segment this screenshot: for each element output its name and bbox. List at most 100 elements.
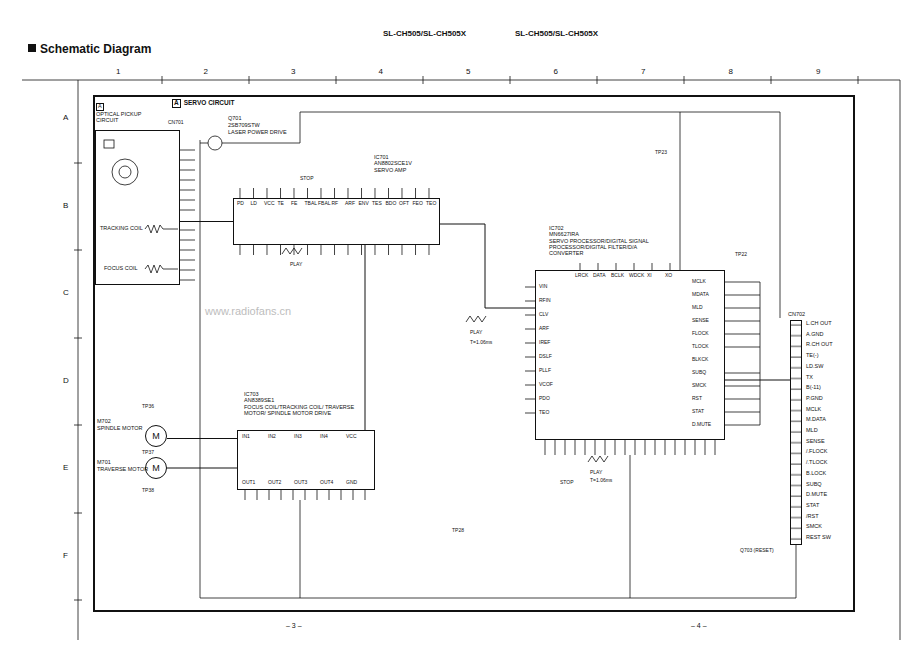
node-heading: ASERVO CIRCUIT [172, 99, 238, 108]
wire-connector [180, 221, 233, 222]
signal-name: REST SW [806, 535, 831, 541]
grid-column: 6 [554, 68, 558, 76]
signal-name: P.GND [806, 396, 823, 402]
wire-connector [167, 468, 237, 469]
pin-name: FE [291, 201, 297, 206]
part-label: LASER POWER DRIVE [228, 130, 287, 136]
pin-name: IN3 [294, 434, 302, 439]
test-point: TP22 [735, 252, 747, 257]
node-label: A [172, 99, 181, 108]
signal-name: LD.SW [806, 364, 823, 370]
test-point: TP37 [142, 450, 154, 455]
grid-column: 8 [729, 68, 733, 76]
pin-name: OUT2 [268, 480, 281, 485]
part-label: Q703 (RESET) [740, 548, 774, 553]
model-number: SL-CH505/SL-CH505X [383, 30, 466, 38]
signal-name: MCLK [806, 407, 821, 413]
node-label: IC702 [549, 225, 663, 231]
pin-name: RFIN [539, 298, 551, 303]
grid-row: C [63, 289, 69, 297]
node-label: AN8389SE1 [244, 397, 356, 403]
part-label: M702 [97, 419, 111, 425]
pin-name: IN2 [268, 434, 276, 439]
pin-name: SENSE [692, 318, 709, 323]
node-heading: AOPTICAL PICKUP CIRCUIT [96, 103, 160, 123]
pin-name: RST [692, 396, 702, 401]
pin-name: PDO [539, 396, 550, 401]
test-point: TP36 [142, 404, 154, 409]
pin-name: OUT3 [294, 480, 307, 485]
pin-name: BDO [386, 201, 397, 206]
node-label: OPTICAL PICKUP CIRCUIT [96, 111, 157, 124]
pin-name: OUT1 [242, 480, 255, 485]
waveform-note: PLAY [290, 262, 302, 267]
signal-name: M.DATA [806, 417, 826, 423]
node-label: IC701 [374, 154, 466, 160]
node-label: M [152, 431, 160, 441]
test-point: TP23 [655, 150, 667, 155]
part-label: TRAVERSE MOTOR [97, 467, 148, 473]
node-label: MN6627IRA [549, 231, 663, 237]
part-label: M701 [97, 460, 111, 466]
page-number: – 3 – [286, 622, 302, 629]
signal-name: SENSE [806, 439, 825, 445]
part-label: SPINDLE MOTOR [97, 426, 142, 432]
pin-name: ENV [359, 201, 369, 206]
pin-name: OUT4 [320, 480, 333, 485]
signal-name: TX [806, 375, 813, 381]
circuit-region: AOPTICAL PICKUP CIRCUITIC701AN8802SCE1VS… [93, 95, 855, 612]
pin-name: TEO [426, 201, 436, 206]
pin-name: GND [346, 480, 357, 485]
pin-name: TEO [539, 410, 549, 415]
signal-name: STAT [806, 503, 819, 509]
pin-name: TBAL [305, 201, 318, 206]
waveform-note: T=1.06ms [470, 340, 492, 345]
motor-symbol: M [145, 425, 167, 447]
part-label: 2SB709STW [228, 123, 260, 129]
signal-name: SMCK [806, 524, 822, 530]
pin-name: FEO [413, 201, 423, 206]
node-heading: M [146, 426, 166, 446]
node-heading: M [146, 458, 166, 478]
pin-name: SMCK [692, 383, 706, 388]
pin-name: XI [647, 273, 652, 278]
part-label: Q701 [228, 116, 241, 122]
pin-name: WDCK [629, 273, 644, 278]
part-label: CN701 [168, 120, 184, 125]
waveform-note: T=1.06ms [590, 478, 612, 483]
pin-name: IN1 [242, 434, 250, 439]
node-heading: CN702 [788, 311, 805, 317]
signal-name: B.LOCK [806, 471, 826, 477]
pickup-block: AOPTICAL PICKUP CIRCUIT [95, 130, 180, 285]
wire-connector [725, 380, 790, 381]
grid-row: B [63, 202, 68, 210]
signal-name: TE(-) [806, 353, 819, 359]
pin-name: BCLK [611, 273, 624, 278]
pin-name: CLV [539, 312, 548, 317]
pin-name: STAT [692, 409, 704, 414]
pin-name: TES [372, 201, 382, 206]
pin-name: ARF [539, 326, 549, 331]
grid-column: 7 [641, 68, 645, 76]
pin-name: IREF [539, 340, 550, 345]
part-label: FOCUS COIL [104, 266, 138, 272]
pin-name: ARF [345, 201, 355, 206]
node-heading: IC701AN8802SCE1VSERVO AMP [374, 154, 466, 173]
signal-name: /.TLOCK [806, 460, 827, 466]
pin-name: LD [251, 201, 257, 206]
waveform-note: PLAY [470, 330, 482, 335]
pin-name: SUBQ [692, 370, 706, 375]
pin-name: VCC [264, 201, 275, 206]
wire-connector [440, 224, 535, 308]
node-label: M [152, 463, 160, 473]
motor-symbol: M [145, 457, 167, 479]
waveform-note: PLAY [590, 470, 602, 475]
pin-name: XO [665, 273, 672, 278]
grid-column: 1 [116, 68, 120, 76]
page-title: Schematic Diagram [40, 42, 151, 56]
grid-row: E [63, 464, 68, 472]
watermark: www.radiofans.cn [205, 306, 291, 317]
